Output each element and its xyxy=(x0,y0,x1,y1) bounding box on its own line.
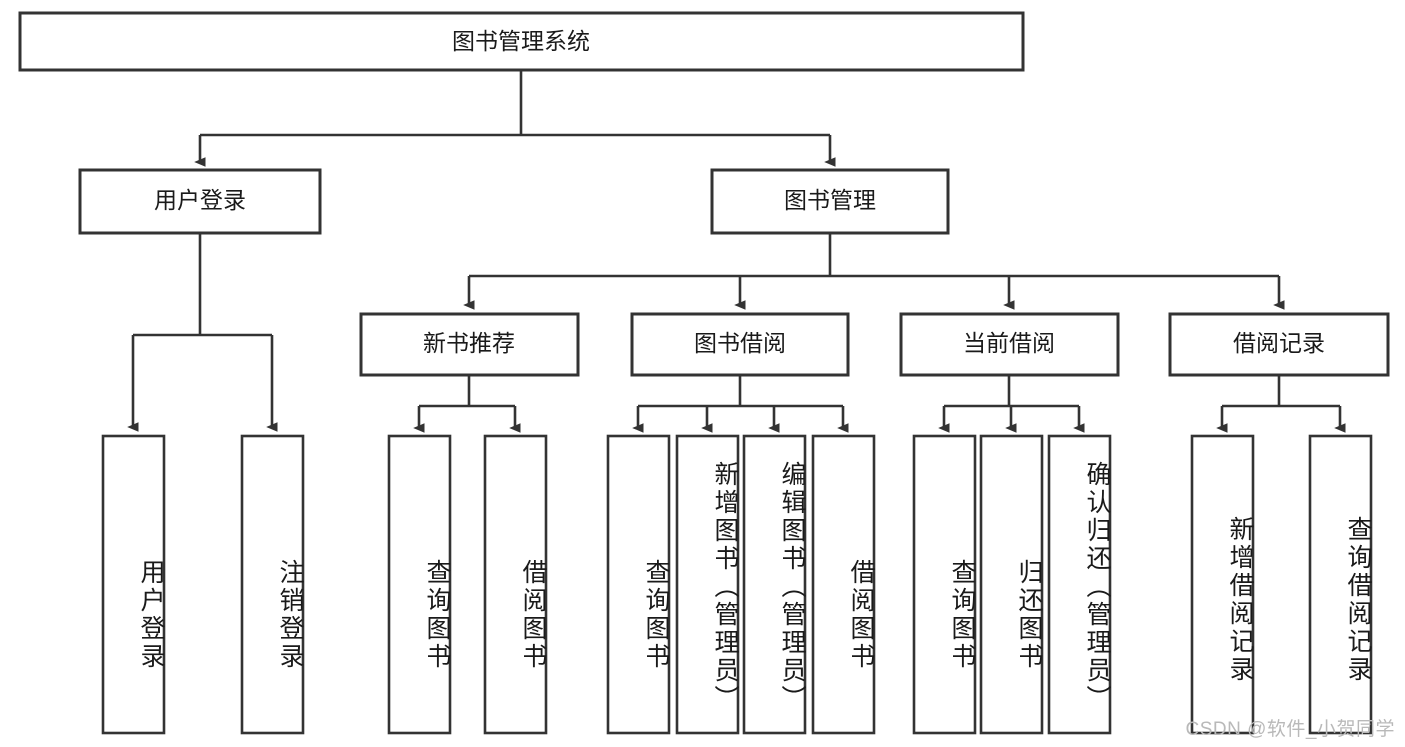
node-borrow-record-label: 借阅记录 xyxy=(1233,330,1325,356)
node-leaf-add-book-admin[interactable] xyxy=(675,434,740,735)
node-borrow-record[interactable]: 借阅记录 xyxy=(1168,312,1390,377)
node-system-root-label: 图书管理系统 xyxy=(452,28,590,54)
node-user-login[interactable]: 用户登录 xyxy=(78,168,322,235)
node-book-management-label: 图书管理 xyxy=(784,187,876,213)
node-leaf-return-book[interactable] xyxy=(979,434,1044,735)
node-leaf-logout-login[interactable] xyxy=(240,434,305,735)
connector-new-book-recommend-to-leaves xyxy=(413,375,521,433)
connector-current-borrow-to-leaves xyxy=(938,375,1085,433)
connector-root-to-level1 xyxy=(194,71,836,167)
node-new-book-recommend-label: 新书推荐 xyxy=(423,330,515,356)
node-leaf-add-borrow-record[interactable] xyxy=(1190,434,1255,735)
node-new-book-recommend[interactable]: 新书推荐 xyxy=(359,312,580,377)
node-leaf-borrow-book-2[interactable] xyxy=(811,434,876,735)
node-leaf-query-book-1[interactable] xyxy=(387,434,452,735)
node-system-root[interactable]: 图书管理系统 xyxy=(18,11,1025,72)
node-leaf-borrow-book-1[interactable] xyxy=(483,434,548,735)
node-leaf-query-borrow-record[interactable] xyxy=(1308,434,1373,735)
node-leaf-edit-book-admin[interactable] xyxy=(742,434,807,735)
connector-book-management-to-level2 xyxy=(463,234,1285,310)
node-user-login-label: 用户登录 xyxy=(154,187,246,213)
connector-book-borrow-to-leaves xyxy=(632,375,849,433)
node-leaf-confirm-return-admin[interactable] xyxy=(1047,434,1112,735)
node-current-borrow[interactable]: 当前借阅 xyxy=(899,312,1120,377)
node-leaf-query-book-3[interactable] xyxy=(912,434,977,735)
node-book-borrow-label: 图书借阅 xyxy=(694,330,786,356)
node-book-borrow[interactable]: 图书借阅 xyxy=(630,312,850,377)
csdn-watermark: CSDN @软件_小贺同学 xyxy=(1185,719,1395,740)
node-book-management[interactable]: 图书管理 xyxy=(710,168,950,235)
node-leaf-query-book-2[interactable] xyxy=(606,434,671,735)
node-leaf-user-login[interactable] xyxy=(101,434,166,735)
node-current-borrow-label: 当前借阅 xyxy=(963,330,1055,356)
connector-user-login-to-leaves xyxy=(127,234,278,432)
connector-borrow-record-to-leaves xyxy=(1216,375,1346,433)
